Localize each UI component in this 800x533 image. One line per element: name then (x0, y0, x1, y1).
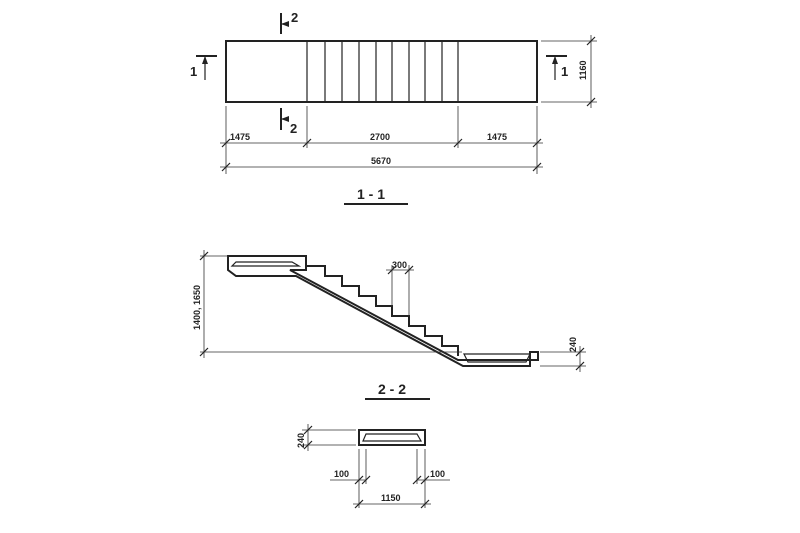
dim-plan-middle: 2700 (370, 132, 390, 142)
dim-right-edge: 100 (430, 469, 445, 479)
dim-width: 1150 (381, 493, 401, 503)
section-2-2-outline (358, 429, 426, 446)
section-mark-2-bottom: 2 (280, 108, 297, 136)
dim-section-2-height: 240 (296, 433, 306, 448)
section-2-2-title: 2 - 2 (378, 381, 406, 397)
section-mark-1-left: 1 (190, 55, 217, 80)
dim-plan-height: 1160 (578, 60, 588, 80)
plan-view: 1 1 2 2 (190, 10, 597, 174)
stair-steps (305, 256, 459, 356)
section-1-1-title: 1 - 1 (357, 186, 385, 202)
plan-dimensions: 1475 2700 1475 5670 1160 (220, 35, 597, 174)
dim-plan-total: 5670 (371, 156, 391, 166)
upper-landing (227, 255, 539, 367)
section-mark-2-top: 2 (280, 10, 298, 34)
dim-section-height-value: 1400, 1650 (192, 285, 202, 330)
section-2-2: 240 100 100 1150 (296, 424, 450, 509)
section-mark-label: 2 (290, 121, 297, 136)
dim-landing: 240 (540, 337, 586, 372)
section-1-1-title-block: 1 - 1 (344, 186, 408, 205)
section-mark-1-right: 1 (546, 55, 568, 80)
section-1-1: 300 1400, 1650 240 (192, 250, 586, 372)
dim-step: 300 (386, 260, 414, 316)
dim-plan-right: 1475 (487, 132, 507, 142)
dim-section-height: 1400, 1650 (192, 250, 462, 358)
dim-landing-value: 240 (568, 337, 578, 352)
section-mark-label: 2 (291, 10, 298, 25)
plan-steps (306, 41, 459, 102)
section-mark-label: 1 (561, 64, 568, 79)
plan-outline (225, 40, 538, 103)
dim-plan-left: 1475 (230, 132, 250, 142)
dim-step-value: 300 (392, 260, 407, 270)
section-2-2-title-block: 2 - 2 (365, 381, 430, 400)
section-mark-label: 1 (190, 64, 197, 79)
dim-left-edge: 100 (334, 469, 349, 479)
